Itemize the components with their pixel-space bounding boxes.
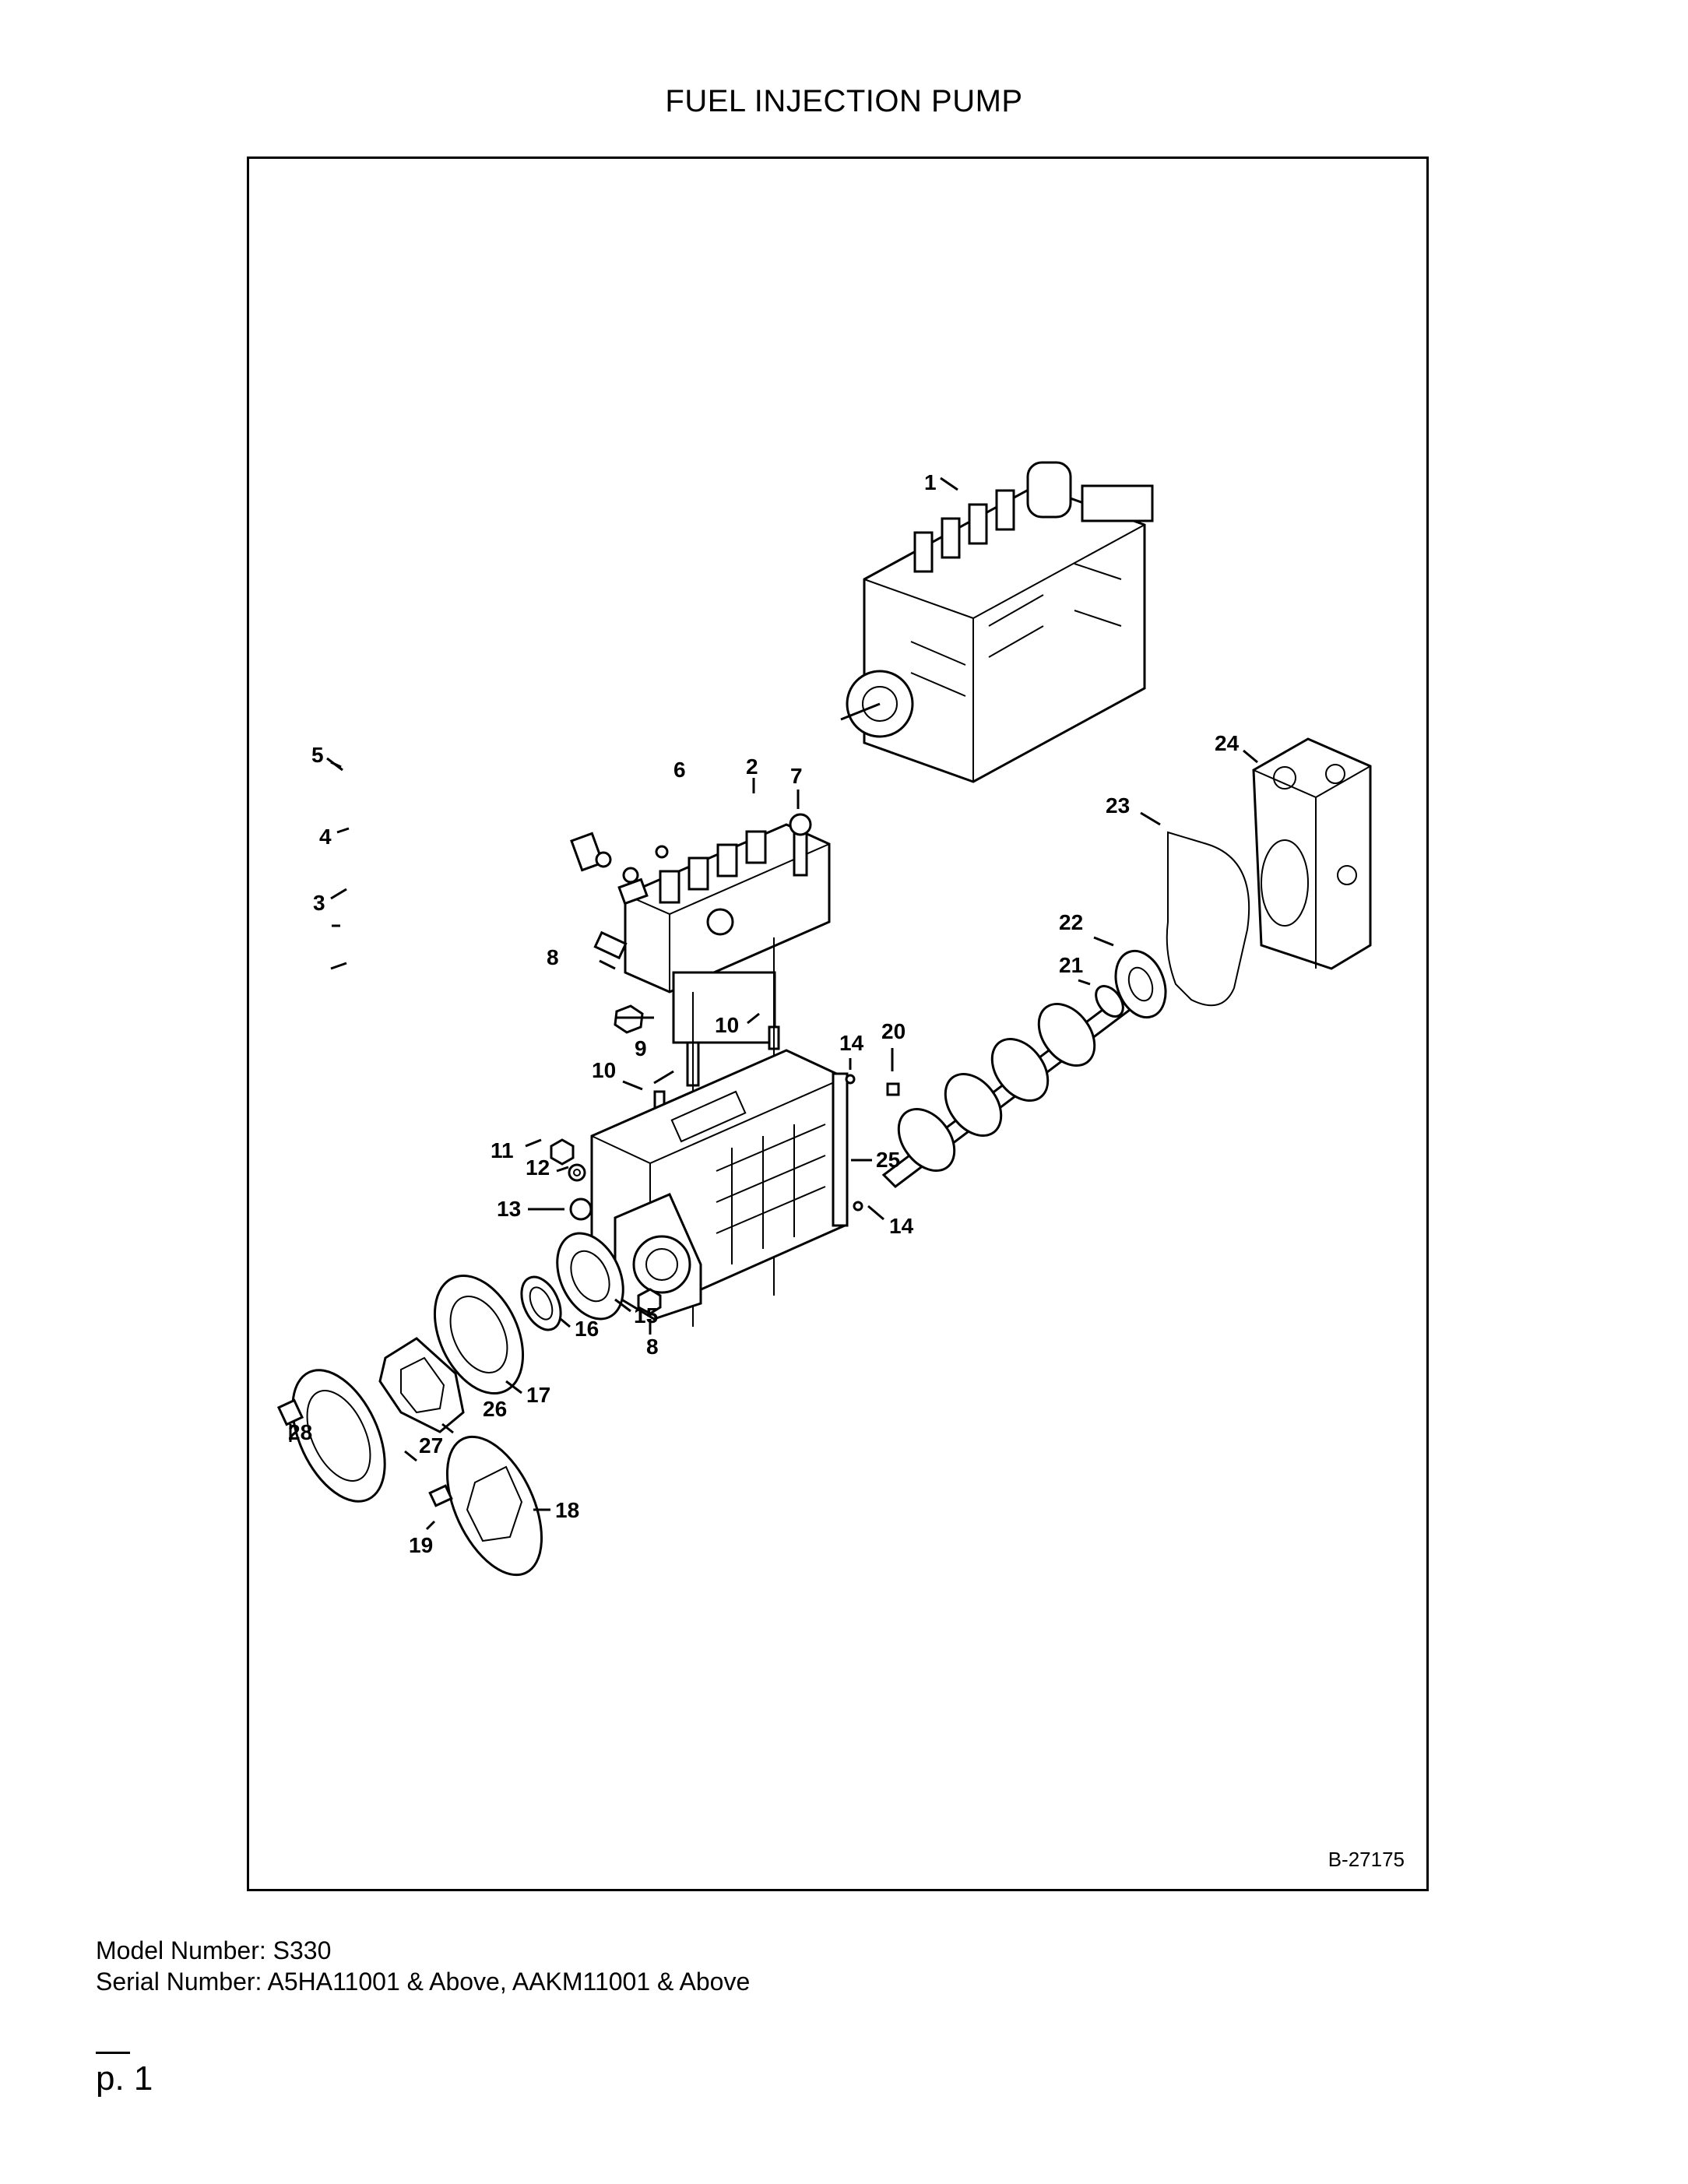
callout-16: 16 (575, 1317, 599, 1341)
callout-21: 21 (1059, 953, 1083, 977)
callout-23: 23 (1106, 793, 1130, 818)
callout-4: 4 (319, 825, 332, 849)
pump-housing (590, 1049, 849, 1321)
callout-1: 1 (924, 470, 937, 494)
serial-number-line: Serial Number: A5HA11001 & Above, AAKM11… (96, 1968, 751, 1996)
callout-27: 27 (419, 1433, 443, 1458)
bearing (1114, 949, 1167, 1019)
pump-head-block (624, 823, 831, 1044)
leader-lines (289, 477, 1258, 1531)
exploded-parts-diagram: 1 2 3 4 5 6 7 8 9 10 10 11 12 13 14 14 1… (276, 461, 1372, 1577)
callout-14a: 14 (839, 1031, 864, 1055)
assembled-pump (840, 461, 1154, 783)
callout-19: 19 (409, 1533, 433, 1557)
callout-2: 2 (746, 754, 758, 779)
page-number: p. 1 (96, 2059, 153, 2098)
callout-6: 6 (673, 758, 686, 782)
page-number-rule (96, 2052, 130, 2054)
drive-gear-set (433, 1232, 662, 1395)
callout-17: 17 (526, 1383, 550, 1407)
callout-12: 12 (526, 1155, 550, 1180)
model-number-line: Model Number: S330 (96, 1936, 332, 1964)
callout-18: 18 (555, 1498, 579, 1522)
callout-22: 22 (1059, 910, 1083, 934)
page-title: FUEL INJECTION PUMP (665, 84, 1023, 118)
fittings-cluster (570, 813, 812, 1034)
callout-8b: 8 (646, 1335, 659, 1359)
callout-15: 15 (634, 1303, 658, 1328)
callout-13: 13 (497, 1197, 521, 1221)
gasket (1166, 831, 1250, 1007)
callout-11: 11 (491, 1138, 514, 1162)
cover-plates (276, 1337, 543, 1577)
callout-25: 25 (876, 1148, 900, 1172)
governor-housing (1252, 737, 1372, 970)
small-hardware (550, 1074, 900, 1221)
callout-20: 20 (881, 1019, 906, 1043)
callout-5: 5 (311, 743, 324, 767)
figure-number: B-27175 (1328, 1848, 1405, 1871)
callout-labels: 1 2 3 4 5 6 7 8 9 10 10 11 12 13 14 14 1… (288, 470, 1240, 1557)
camshaft (881, 985, 1135, 1188)
callout-3: 3 (313, 891, 325, 915)
callout-14b: 14 (889, 1214, 914, 1238)
callout-28: 28 (288, 1420, 312, 1444)
callout-7: 7 (790, 764, 803, 788)
diagram-frame: 1 2 3 4 5 6 7 8 9 10 10 11 12 13 14 14 1… (247, 157, 1429, 1891)
callout-10b: 10 (592, 1058, 616, 1082)
callout-9: 9 (635, 1036, 647, 1060)
callout-24: 24 (1215, 731, 1240, 755)
callout-10a: 10 (715, 1013, 739, 1037)
callout-8: 8 (547, 945, 559, 969)
callout-26: 26 (483, 1397, 507, 1421)
